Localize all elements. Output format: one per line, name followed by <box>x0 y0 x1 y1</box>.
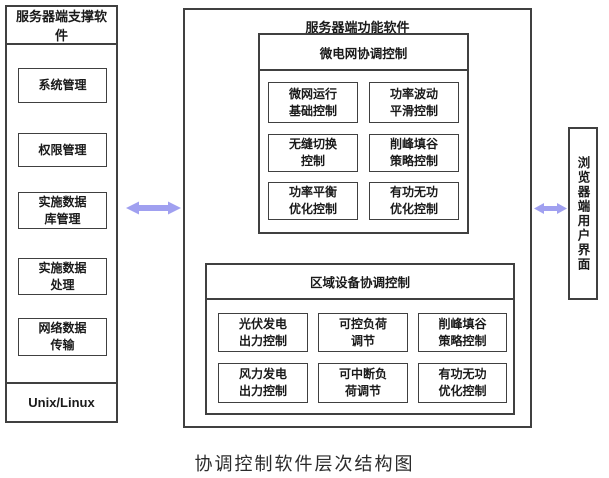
module-power-balance-optimization: 功率平衡 优化控制 <box>268 182 358 220</box>
regional-device-coordination-title: 区域设备协调控制 <box>207 265 513 300</box>
module-system-management: 系统管理 <box>18 68 107 103</box>
module-impl-data-processing: 实施数据 处理 <box>18 258 107 295</box>
left-double-arrow <box>126 201 181 215</box>
module-network-data-transfer: 网络数据 传输 <box>18 318 107 356</box>
regional-device-coordination-group: 区域设备协调控制 光伏发电 出力控制 可控负荷 调节 削峰填谷 策略控制 风力发… <box>205 263 515 415</box>
browser-user-interface-panel: 浏览器端用户界面 <box>568 127 598 300</box>
module-interruptible-load-regulation: 可中断负 荷调节 <box>318 363 408 403</box>
module-power-fluctuation-smoothing: 功率波动 平滑控制 <box>369 82 459 123</box>
module-active-reactive-optimization-2: 有功无功 优化控制 <box>418 363 507 403</box>
module-peak-shaving-strategy-control-2: 削峰填谷 策略控制 <box>418 313 507 352</box>
module-wind-output-control: 风力发电 出力控制 <box>218 363 308 403</box>
server-support-software-panel: 服务器端支撑软件 系统管理 权限管理 实施数据 库管理 实施数据 处理 网络数据… <box>5 5 118 423</box>
module-controllable-load-regulation: 可控负荷 调节 <box>318 313 408 352</box>
module-seamless-switch-control: 无缝切换 控制 <box>268 134 358 172</box>
left-double-arrow-shape <box>126 201 181 215</box>
module-pv-output-control: 光伏发电 出力控制 <box>218 313 308 352</box>
module-impl-database-management: 实施数据 库管理 <box>18 192 107 229</box>
right-double-arrow <box>534 203 567 214</box>
server-support-software-title: 服务器端支撑软件 <box>7 7 116 45</box>
left-panel-footer-divider <box>7 382 116 384</box>
module-active-reactive-optimization: 有功无功 优化控制 <box>369 182 459 220</box>
module-peak-shaving-strategy-control: 削峰填谷 策略控制 <box>369 134 459 172</box>
server-function-software-title: 服务器端功能软件 <box>305 20 410 35</box>
diagram-caption: 协调控制软件层次结构图 <box>194 454 415 474</box>
module-permission-management: 权限管理 <box>18 133 107 167</box>
server-function-software-panel: 服务器端功能软件 微电网协调控制 微网运行 基础控制 功率波动 平滑控制 无缝切… <box>183 8 532 428</box>
microgrid-coordination-group: 微电网协调控制 微网运行 基础控制 功率波动 平滑控制 无缝切换 控制 削峰填谷… <box>258 33 469 234</box>
module-microgrid-basic-control: 微网运行 基础控制 <box>268 82 358 123</box>
microgrid-coordination-title: 微电网协调控制 <box>260 35 467 71</box>
os-label-unix-linux: Unix/Linux <box>28 395 95 410</box>
right-double-arrow-shape <box>534 203 567 214</box>
browser-user-interface-title: 浏览器端用户界面 <box>575 155 590 272</box>
